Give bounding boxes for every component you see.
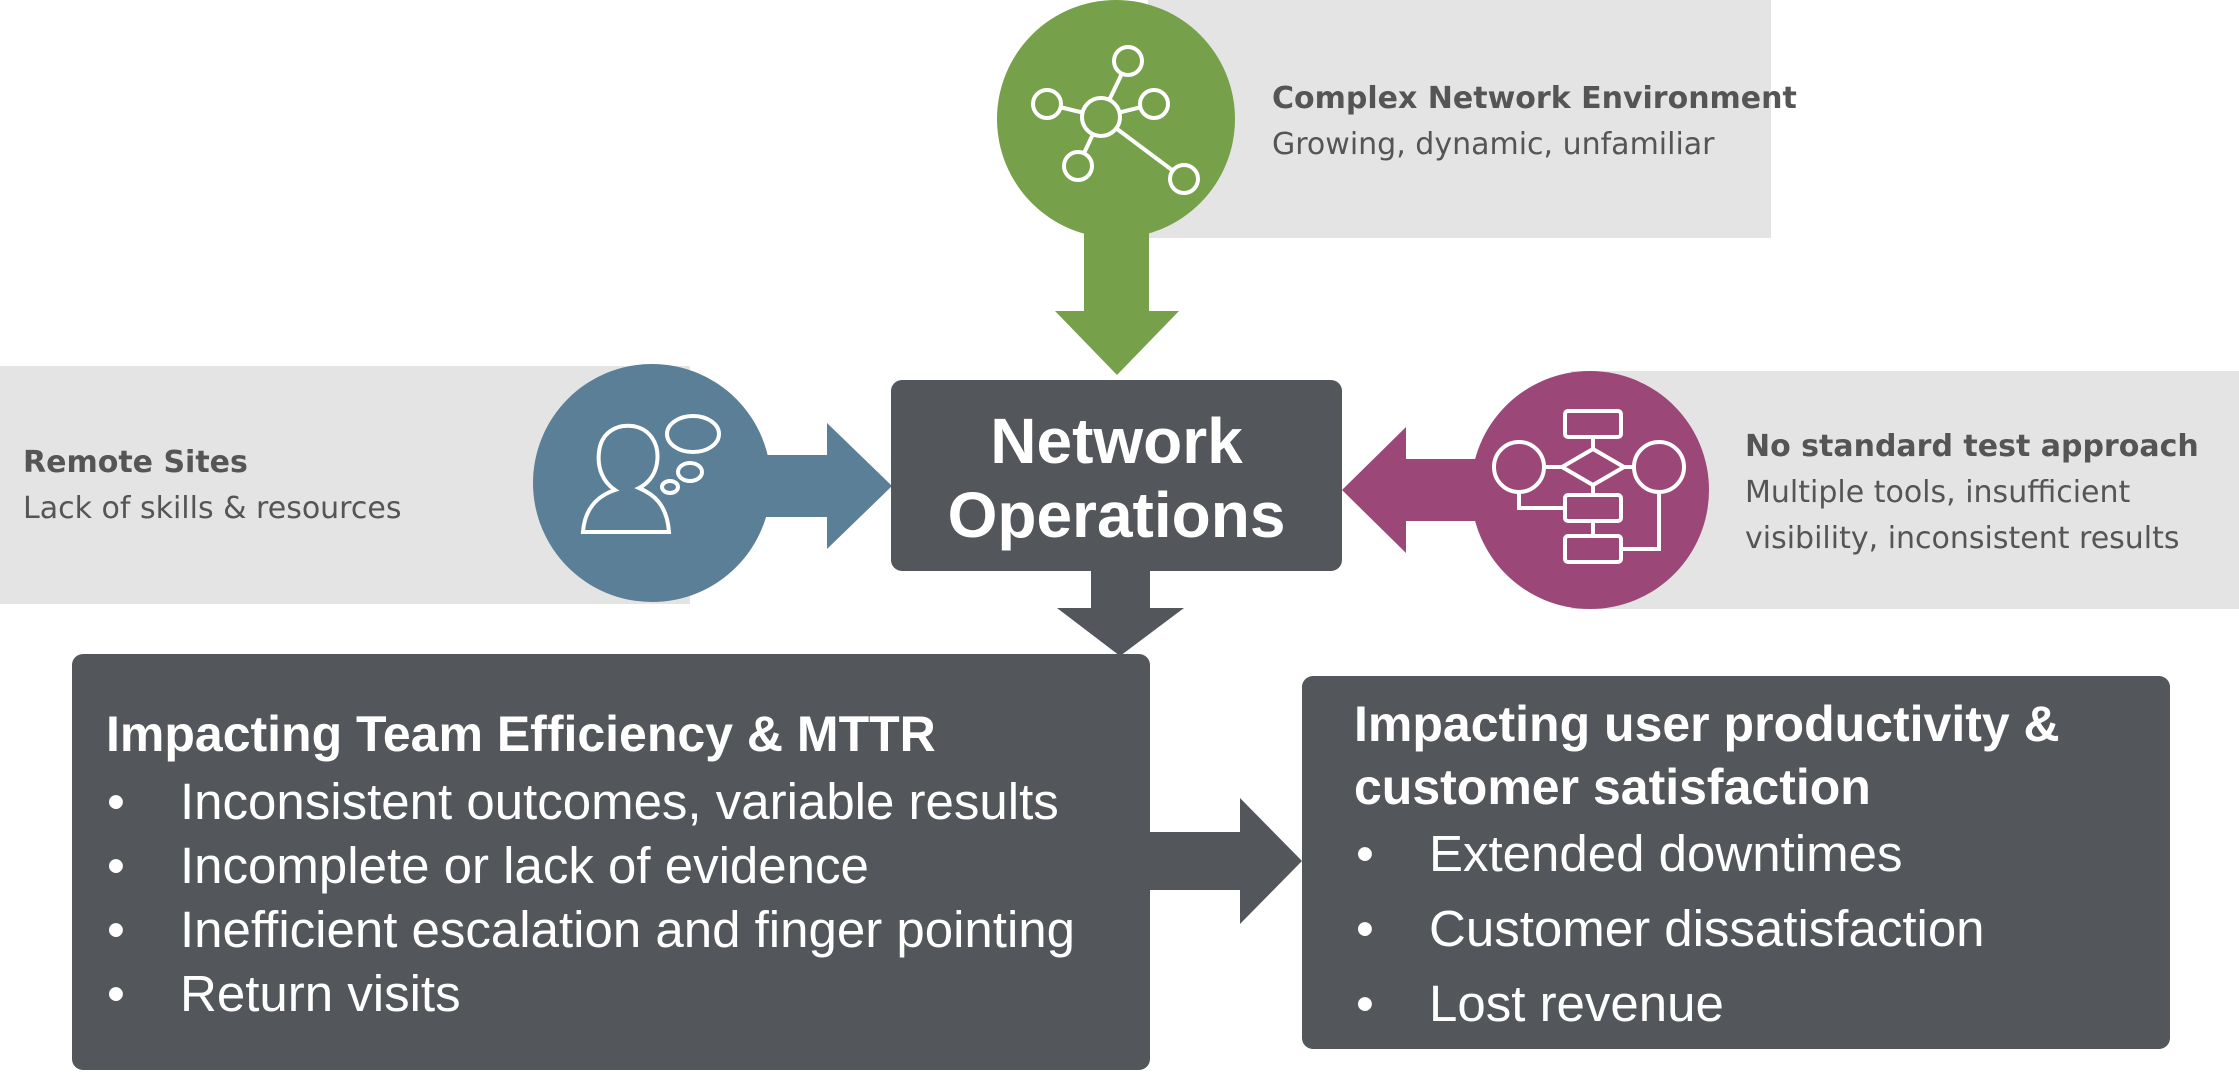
top-input-panel (1148, 0, 1771, 238)
user-productivity-title-line-2: customer satisfaction (1354, 759, 1871, 815)
right-left-arrow (1342, 427, 1485, 553)
user-productivity-title-line-1: Impacting user productivity & (1354, 696, 2060, 752)
top-input-subtitle: Growing, dynamic, unfamiliar (1272, 127, 1715, 162)
list-item: •Return visits (107, 965, 461, 1022)
team-efficiency-list: •Inconsistent outcomes, variable results… (107, 770, 1075, 1026)
right-input-text: No standard test approach Multiple tools… (1745, 424, 2199, 562)
center-down-arrow (1057, 566, 1184, 656)
impact-right-arrow (1148, 798, 1302, 924)
team-efficiency-title: Impacting Team Efficiency & MTTR (106, 706, 936, 762)
user-productivity-list: •Extended downtimes •Customer dissatisfa… (1356, 816, 1985, 1041)
top-input-title: Complex Network Environment (1272, 81, 1797, 116)
list-item: •Extended downtimes (1356, 825, 1903, 882)
right-input-circle (1471, 371, 1709, 609)
left-input-subtitle: Lack of skills & resources (23, 491, 402, 526)
network-operations-line-1: Network (990, 405, 1243, 477)
top-down-arrow (1055, 216, 1179, 375)
network-operations-box (891, 380, 1342, 571)
right-input-title: No standard test approach (1745, 429, 2199, 464)
left-input-title: Remote Sites (23, 445, 248, 480)
list-item: •Inconsistent outcomes, variable results (107, 773, 1059, 830)
left-right-arrow (749, 423, 892, 549)
list-item: •Inefficient escalation and finger point… (107, 901, 1076, 958)
left-input-circle (533, 364, 771, 602)
left-input-text: Remote Sites Lack of skills & resources (23, 440, 401, 532)
list-item: •Customer dissatisfaction (1356, 900, 1985, 957)
top-input-text: Complex Network Environment Growing, dyn… (1272, 76, 1797, 168)
user-productivity-box (1302, 676, 2170, 1049)
user-productivity-title: Impacting user productivity & customer s… (1354, 693, 2060, 819)
network-operations-line-2: Operations (947, 479, 1286, 551)
person-thinking-icon (580, 414, 721, 534)
network-operations-title: Network Operations (891, 404, 1342, 552)
list-item: •Lost revenue (1356, 975, 1724, 1032)
flowchart-icon (1492, 409, 1686, 564)
list-item: •Incomplete or lack of evidence (107, 837, 869, 894)
right-input-subtitle-line-1: Multiple tools, insufficient (1745, 475, 2131, 510)
right-input-subtitle-line-2: visibility, inconsistent results (1745, 521, 2180, 556)
top-input-circle (997, 0, 1235, 238)
network-topology-icon (1031, 45, 1200, 195)
team-efficiency-box (72, 654, 1150, 1070)
